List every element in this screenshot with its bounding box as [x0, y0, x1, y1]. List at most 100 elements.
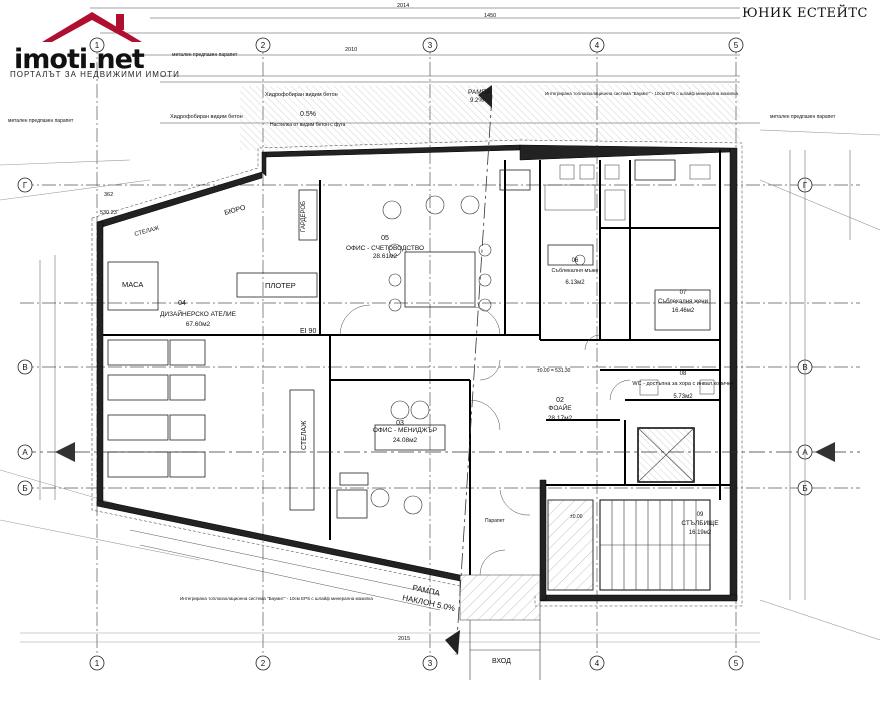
insulation-line [91, 139, 743, 607]
svg-text:16.46м2: 16.46м2 [672, 308, 695, 314]
ramp-bottom [459, 574, 541, 680]
svg-text:Съблекалня мъже: Съблекалня мъже [552, 268, 599, 274]
dim-2015: 2015 [398, 636, 410, 642]
svg-text:28.61м2: 28.61м2 [373, 253, 398, 260]
svg-text:09: 09 [697, 512, 704, 518]
exterior-walls [96, 144, 738, 602]
dim-ticks [39, 150, 851, 611]
axis-row-right-0-label: A [802, 448, 808, 457]
dim-530: 530.23 [100, 210, 117, 216]
note-parapet-left: метален предпазен парапет [8, 118, 74, 124]
wardrobe-label: ГАРДЕРОБ [301, 201, 307, 232]
axis-col-bottom-1 [89, 655, 105, 671]
svg-text:67.60м2: 67.60м2 [186, 321, 211, 328]
dim-2010: 2010 [345, 47, 357, 53]
room-04: 04 ДИЗАЙНЕРСКО АТЕЛИЕ 67.60м2 [160, 300, 237, 328]
room-02: 02 ФОАЙЕ 28.17м2 [548, 397, 573, 422]
svg-text:6.13м2: 6.13м2 [565, 280, 585, 286]
ramp-top-label: РАМПА [468, 89, 491, 96]
axis-col-top-3-label: 3 [428, 41, 433, 50]
door-swings [339, 304, 631, 576]
furniture [107, 159, 711, 519]
svg-text:ФОАЙЕ: ФОАЙЕ [548, 403, 572, 412]
axis-row-left-1-label: Б [22, 484, 27, 493]
axis-col-top-1-label: 1 [95, 41, 100, 50]
axis-col-bottom-3-label: 3 [428, 659, 433, 668]
elevation-main: ±0.00 = 531.30 [537, 368, 571, 374]
room-05: 05 ОФИС - СЧЕТОВОДСТВО 28.61м2 [346, 235, 424, 260]
note-parapet-right: метален предпазен парапет [770, 114, 836, 120]
section-marker-b [445, 85, 493, 656]
axis-col-bottom-3 [422, 655, 438, 671]
entrance-label: ВХОД [492, 658, 511, 665]
axis-row-left-3 [17, 177, 33, 193]
note-concrete-1: Хидрофобиран видим бетон [265, 92, 338, 98]
axis-row-left-0-label: A [22, 448, 28, 457]
svg-text:08: 08 [680, 371, 687, 377]
terrace-hatch [240, 84, 740, 150]
note-insulation-bottom: Интегрирана топлоизолационна система "Ба… [180, 595, 373, 601]
note-paving: Настилка от видим бетон с фугa [270, 122, 346, 128]
note-insulation-top: Интегрирана топлоизолационна система "Ба… [545, 90, 738, 96]
desk-label: БЮРО [224, 204, 247, 217]
svg-text:ОФИС - МЕНИДЖЪР: ОФИС - МЕНИДЖЪР [373, 427, 437, 434]
room-03: 03 ОФИС - МЕНИДЖЪР 24.08м2 [373, 420, 437, 444]
axis-col-bottom-2-label: 2 [261, 659, 266, 668]
slope-note: 0.5% [300, 111, 316, 118]
house-roof-icon [42, 12, 142, 42]
chairs [370, 195, 586, 515]
svg-text:05: 05 [381, 235, 389, 242]
site-lines [0, 129, 880, 643]
table-label: МАСА [122, 280, 143, 289]
axis-row-left-3-label: Г [23, 181, 28, 190]
svg-text:СТЪЛБИЩЕ: СТЪЛБИЩЕ [681, 520, 719, 527]
axis-col-bottom-5 [728, 655, 744, 671]
svg-text:WC - достъпна за хора с инвал.: WC - достъпна за хора с инвал.колички [632, 381, 733, 387]
svg-text:03: 03 [396, 420, 404, 427]
svg-text:ДИЗАЙНЕРСКО АТЕЛИЕ: ДИЗАЙНЕРСКО АТЕЛИЕ [160, 309, 237, 318]
room-09: 09 СТЪЛБИЩЕ 16.19м2 [681, 512, 719, 536]
svg-text:Съблекалня жени: Съблекалня жени [658, 299, 708, 305]
room-08: 08 WC - достъпна за хора с инвал.колички… [632, 371, 733, 400]
axis-col-top-3 [422, 37, 438, 53]
axis-col-bottom-4-label: 4 [595, 659, 600, 668]
ramp-top-slope: 9.2% [470, 98, 484, 104]
axis-col-bottom-2 [255, 655, 271, 671]
axis-col-top-5 [728, 37, 744, 53]
stair-landing [547, 499, 594, 591]
shelf-label-middle: СТЕЛАЖ [301, 420, 308, 450]
svg-text:ОФИС - СЧЕТОВОДСТВО: ОФИС - СЧЕТОВОДСТВО [346, 245, 424, 252]
axis-col-top-2 [255, 37, 271, 53]
svg-text:28.17м2: 28.17м2 [548, 415, 573, 422]
svg-text:24.08м2: 24.08м2 [393, 437, 418, 444]
axis-col-top-5-label: 5 [734, 41, 739, 50]
axis-row-left-0 [17, 444, 33, 460]
imoti-logo: imoti.net [4, 8, 164, 80]
axis-col-top-4-label: 4 [595, 41, 600, 50]
logo-tagline: ПОРТАЛЪТ ЗА НЕДВИЖИМИ ИМОТИ [10, 70, 180, 79]
sanitary-fixtures [544, 164, 715, 396]
note-concrete-2: Хидрофобиран видим бетон [170, 114, 243, 120]
dim-2014: 2014 [397, 3, 409, 9]
axis-row-left-1 [17, 480, 33, 496]
axis-col-top-4 [589, 37, 605, 53]
elevation-stair: ±0.00 [570, 514, 583, 520]
room-07: 07 Съблекалня жени 16.46м2 [658, 290, 708, 314]
logo-wordmark: imoti.net [14, 44, 145, 75]
axis-row-left-2-label: В [22, 363, 27, 372]
svg-text:5.73м2: 5.73м2 [673, 394, 693, 400]
svg-text:04: 04 [178, 300, 186, 307]
note-parapet-top: метален предпазен парапет [172, 52, 238, 58]
shelf-label-top: СТЕЛАЖ [134, 225, 160, 237]
fire-rating: EI 90 [300, 328, 316, 335]
ramp-bottom-slope: НАКЛОН 5.0% [402, 593, 456, 613]
axis-col-top-2-label: 2 [261, 41, 266, 50]
dim-1450: 1450 [484, 13, 496, 19]
plotter-label: ПЛОТЕР [265, 281, 296, 290]
axis-col-bottom-4 [589, 655, 605, 671]
note-railing: Парапет [485, 518, 505, 524]
room-06: 06 Съблекалня мъже 6.13м2 [552, 258, 599, 286]
